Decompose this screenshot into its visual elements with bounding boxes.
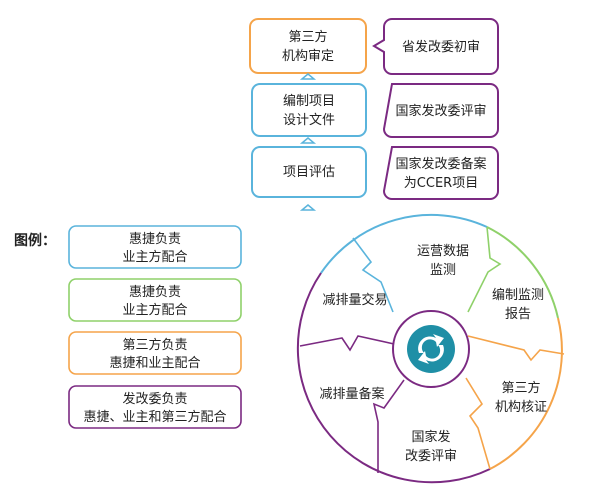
arrow-up-icon <box>299 137 317 144</box>
step-compile-docs-line1: 编制项目 <box>283 94 335 109</box>
wheel-reduction-trade: 减排量交易 <box>322 292 387 308</box>
legend-item-purple-line2: 惠捷、业主和第三方配合 <box>83 409 226 425</box>
wheel-ops-monitoring-line1: 运营数据 <box>417 244 469 259</box>
legend-item-orange: 第三方负责 惠捷和业主配合 <box>68 331 242 375</box>
legend-item-orange-line2: 惠捷和业主配合 <box>109 356 200 371</box>
step-third-party-review-line1: 第三方 <box>288 29 327 45</box>
recycle-arrows-icon <box>407 325 455 373</box>
wheel-third-party-verify-line1: 第三方 <box>501 380 540 396</box>
wheel-reduction-record: 减排量备案 <box>319 386 384 402</box>
legend-item-blue-line2: 业主方配合 <box>122 249 187 265</box>
legend-item-green: 惠捷负责 业主方配合 <box>68 278 242 322</box>
legend: 图例： 惠捷负责 业主方配合 惠捷负责 业主方配合 第三方负责 惠捷和业主配合 … <box>14 225 242 429</box>
cycle-wheel: 运营数据 监测 编制监测 报告 第三方 机构核证 国家发 改委评审 减排量备案 … <box>296 213 565 484</box>
arrow-up-icon <box>299 73 317 80</box>
wheel-third-party-verify-line2: 机构核证 <box>495 400 547 415</box>
step-evaluation-label: 项目评估 <box>283 165 335 180</box>
step-ndrc-initial: 省发改委初审 <box>372 18 499 75</box>
wheel-ops-monitoring-line2: 监测 <box>430 263 456 278</box>
step-ndrc-review-label: 国家发改委评审 <box>395 103 486 119</box>
legend-item-purple-line1: 发改委负责 <box>122 391 187 407</box>
legend-title: 图例： <box>14 232 56 249</box>
step-ndrc-record-line2: 为CCER项目 <box>404 176 478 191</box>
step-compile-docs: 编制项目 设计文件 <box>251 83 367 137</box>
step-third-party-review: 第三方 机构审定 <box>249 18 367 74</box>
arrow-up-icon <box>299 204 317 211</box>
step-ndrc-record: 国家发改委备案 为CCER项目 <box>382 146 499 200</box>
legend-item-green-line1: 惠捷负责 <box>129 285 181 300</box>
legend-item-purple: 发改委负责 惠捷、业主和第三方配合 <box>68 385 242 429</box>
wheel-compile-report-line1: 编制监测 <box>492 288 544 303</box>
wheel-compile-report-line2: 报告 <box>505 307 531 322</box>
wheel-ndrc-review-line2: 改委评审 <box>405 449 457 464</box>
legend-item-blue-line1: 惠捷负责 <box>129 232 181 247</box>
step-evaluation: 项目评估 <box>251 146 367 198</box>
legend-item-orange-line1: 第三方负责 <box>122 337 187 353</box>
wheel-ndrc-review-line1: 国家发 <box>411 429 450 445</box>
legend-item-green-line2: 业主方配合 <box>122 302 187 318</box>
step-ndrc-initial-label: 省发改委初审 <box>402 39 480 55</box>
step-ndrc-review: 国家发改委评审 <box>382 83 499 138</box>
step-compile-docs-line2: 设计文件 <box>283 113 335 128</box>
step-ndrc-record-line1: 国家发改委备案 <box>395 156 486 172</box>
legend-item-blue: 惠捷负责 业主方配合 <box>68 225 242 269</box>
step-third-party-review-line2: 机构审定 <box>282 49 334 64</box>
